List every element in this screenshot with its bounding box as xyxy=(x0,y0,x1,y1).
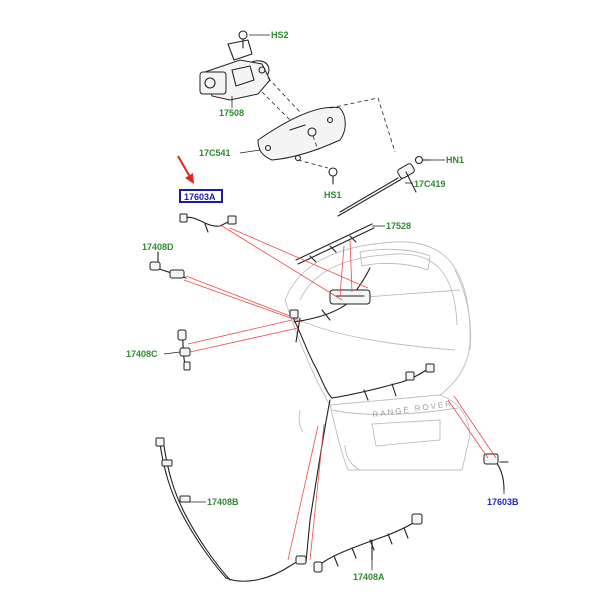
label-17408b: 17408B xyxy=(207,497,239,507)
label-17528: 17528 xyxy=(386,221,411,231)
label-17408d: 17408D xyxy=(142,242,174,252)
harness-17603a xyxy=(179,213,237,233)
wiper-arm xyxy=(337,163,417,217)
harness-17408a xyxy=(289,267,435,573)
wiper-blade xyxy=(295,223,375,265)
label-17408a: 17408A xyxy=(353,572,385,582)
rear-wiper-motor xyxy=(199,39,271,101)
label-17c541: 17C541 xyxy=(199,148,231,158)
label-17c419: 17C419 xyxy=(414,179,446,189)
label-17603a: 17603A xyxy=(184,192,216,202)
tailgate-outline xyxy=(284,241,472,471)
label-hn1: HN1 xyxy=(446,155,464,165)
highlight-box-17603a xyxy=(179,189,223,203)
wiper-bracket xyxy=(257,106,346,162)
installation-leader-lines xyxy=(183,225,497,561)
screw-hs1 xyxy=(328,167,338,185)
screw-hs2 xyxy=(238,30,248,49)
red-pointer-arrow xyxy=(177,155,194,184)
tailgate-badge: RANGE ROVER xyxy=(372,399,454,419)
harness-17408d xyxy=(149,251,187,279)
label-17603b: 17603B xyxy=(487,497,519,507)
label-hs2: HS2 xyxy=(271,30,289,40)
harness-17603b xyxy=(483,453,509,491)
label-17408c: 17408C xyxy=(126,349,158,359)
label-17508: 17508 xyxy=(219,108,244,118)
label-hs1: HS1 xyxy=(324,190,342,200)
nut-hn1 xyxy=(414,155,431,165)
harness-17408b xyxy=(155,437,307,582)
harness-17408c xyxy=(177,329,191,371)
